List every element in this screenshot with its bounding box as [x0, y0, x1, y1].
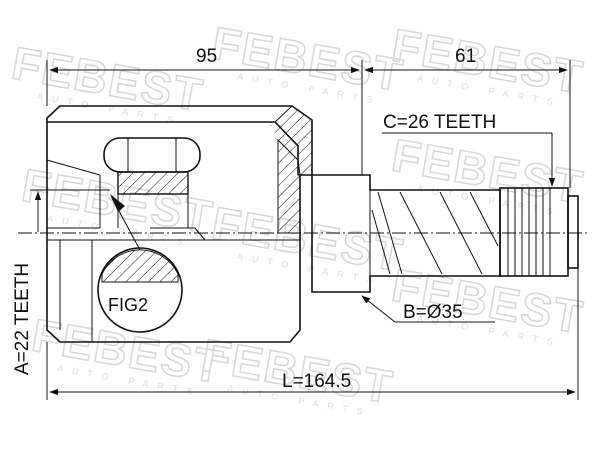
dim-label-a: A=22 TEETH	[12, 263, 33, 375]
inner-race	[103, 137, 206, 241]
outer-housing	[46, 105, 313, 343]
dim-61: 61	[364, 46, 571, 188]
dim-label-l: L=164.5	[282, 371, 351, 392]
callout-b-label: B=Ø35	[403, 302, 463, 323]
callout-c: C=26 TEETH	[382, 112, 556, 187]
shaft	[311, 174, 579, 293]
callout-c-label: C=26 TEETH	[383, 112, 496, 133]
fig2-detail: FIG2	[97, 194, 183, 333]
dim-label-95: 95	[196, 46, 217, 67]
dim-label-61: 61	[455, 46, 476, 67]
dim-l: L=164.5	[46, 268, 579, 400]
callout-b: B=Ø35	[361, 295, 495, 323]
dim-95: 95	[46, 46, 363, 175]
fig2-label: FIG2	[108, 295, 148, 315]
dim-a: A=22 TEETH	[12, 189, 110, 375]
